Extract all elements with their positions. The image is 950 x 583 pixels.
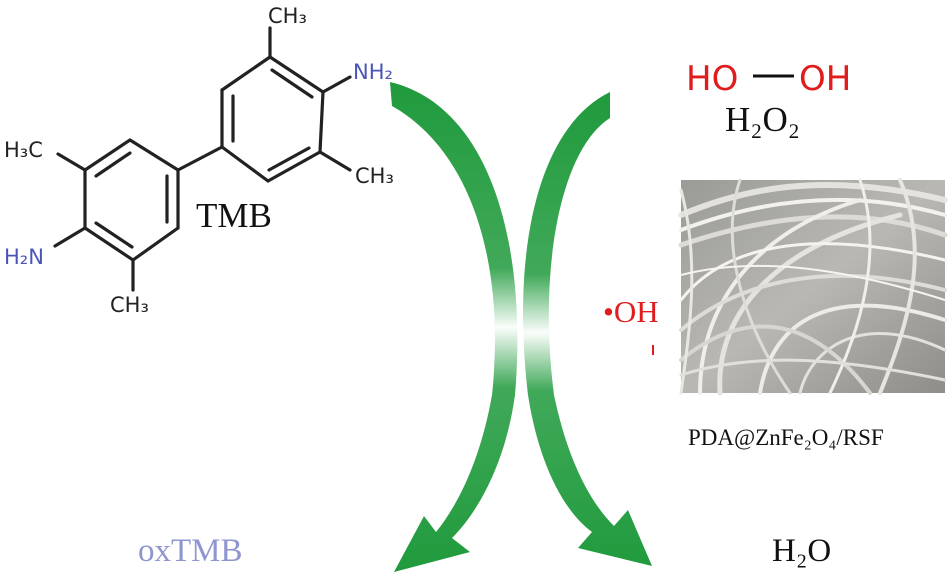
h2o2-ho: HO: [686, 59, 738, 99]
bond-ch3-left: [56, 152, 87, 172]
biaryl-bond: [176, 145, 224, 172]
right-curved-arrow: [523, 92, 652, 566]
left-curved-arrow: [390, 82, 518, 572]
bond-ch3-right: [318, 150, 352, 172]
label-ch3-left: H₃C: [4, 138, 43, 162]
label-ch3-right: CH₃: [355, 164, 394, 188]
water-label: H₂O: [772, 533, 831, 569]
hydroxyl-radical: •OH: [603, 294, 659, 329]
oxtmb-label: oxTMB: [138, 533, 243, 569]
material-label: PDA@ZnFe₂O₄/RSF: [688, 425, 884, 450]
h2o2-group: HO OH H₂O₂: [686, 59, 851, 139]
red-tick-mark: [652, 345, 654, 355]
label-nh2-left: H₂N: [4, 245, 44, 269]
bond-nh2-left: [53, 226, 87, 248]
label-ch3-bottom: CH₃: [110, 293, 149, 317]
tmb-label: TMB: [196, 196, 272, 235]
tmb-lower-ring: [83, 138, 180, 262]
label-ch3-top: CH₃: [268, 4, 307, 28]
fiber-photo: [678, 178, 948, 396]
tmb-upper-ring: [220, 55, 325, 183]
fiber-strands: [678, 178, 948, 396]
label-nh2-top: NH₂: [353, 60, 393, 84]
bond-nh2-top: [321, 75, 352, 94]
h2o2-formula: H₂O₂: [725, 100, 800, 139]
tmb-structure: [53, 26, 352, 292]
h2o2-oh: OH: [799, 59, 851, 99]
